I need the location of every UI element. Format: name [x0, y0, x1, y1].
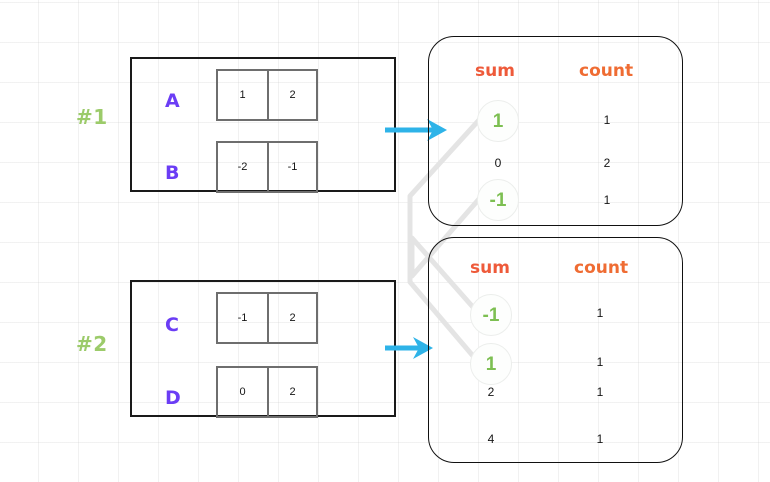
cell-d-1: 2	[267, 368, 316, 416]
table2-sum-row-0: -1	[470, 294, 512, 336]
cellpair-a: 1 2	[216, 69, 318, 121]
table1-sum-row-2: -1	[477, 179, 519, 221]
cell-c-0: -1	[237, 312, 248, 324]
table1-count-row-2: 1	[603, 193, 611, 207]
column-header-count-2: count	[574, 258, 629, 278]
cell-c-1: 2	[267, 294, 316, 342]
table1-count-row-0: 1	[603, 113, 611, 127]
group-label-2: #2	[76, 332, 108, 356]
table1-sum-row-1: 0	[494, 156, 502, 170]
cell-b-0: -2	[237, 161, 248, 173]
table2-count-row-1: 1	[596, 355, 604, 369]
cell-d-0: 0	[239, 386, 246, 398]
cell-a-0: 1	[239, 89, 246, 101]
table2-sum-row-3: 4	[487, 432, 495, 446]
table2-count-row-0: 1	[596, 306, 604, 320]
group-label-1: #1	[76, 105, 108, 129]
table1-count-row-1: 2	[603, 156, 611, 170]
cellpair-b: -2 -1	[216, 141, 318, 193]
table1-sum-row-0: 1	[477, 100, 519, 142]
column-header-sum-2: sum	[470, 258, 510, 278]
cellpair-c: -1 2	[216, 292, 318, 344]
table2-count-row-3: 1	[596, 432, 604, 446]
cell-b-1: -1	[267, 143, 316, 191]
matrix-panel-group-2: C -1 2 D 0 2	[130, 280, 396, 418]
row-label-c: C	[165, 314, 179, 336]
row-label-d: D	[165, 387, 181, 409]
matrix-panel-group-1: A 1 2 B -2 -1	[130, 57, 396, 193]
row-label-b: B	[165, 162, 180, 184]
aggregate-table-2: sum count -1 1 1 1 2 1 4 1	[428, 237, 683, 463]
column-header-count-1: count	[579, 61, 634, 81]
cellpair-d: 0 2	[216, 366, 318, 418]
row-label-a: A	[165, 90, 180, 112]
table2-count-row-2: 1	[596, 385, 604, 399]
column-header-sum-1: sum	[475, 61, 515, 81]
table2-sum-row-2: 2	[487, 385, 495, 399]
table2-sum-row-1: 1	[470, 343, 512, 385]
aggregate-table-1: sum count 1 1 0 2 -1 1	[428, 36, 683, 226]
cell-a-1: 2	[267, 71, 316, 119]
